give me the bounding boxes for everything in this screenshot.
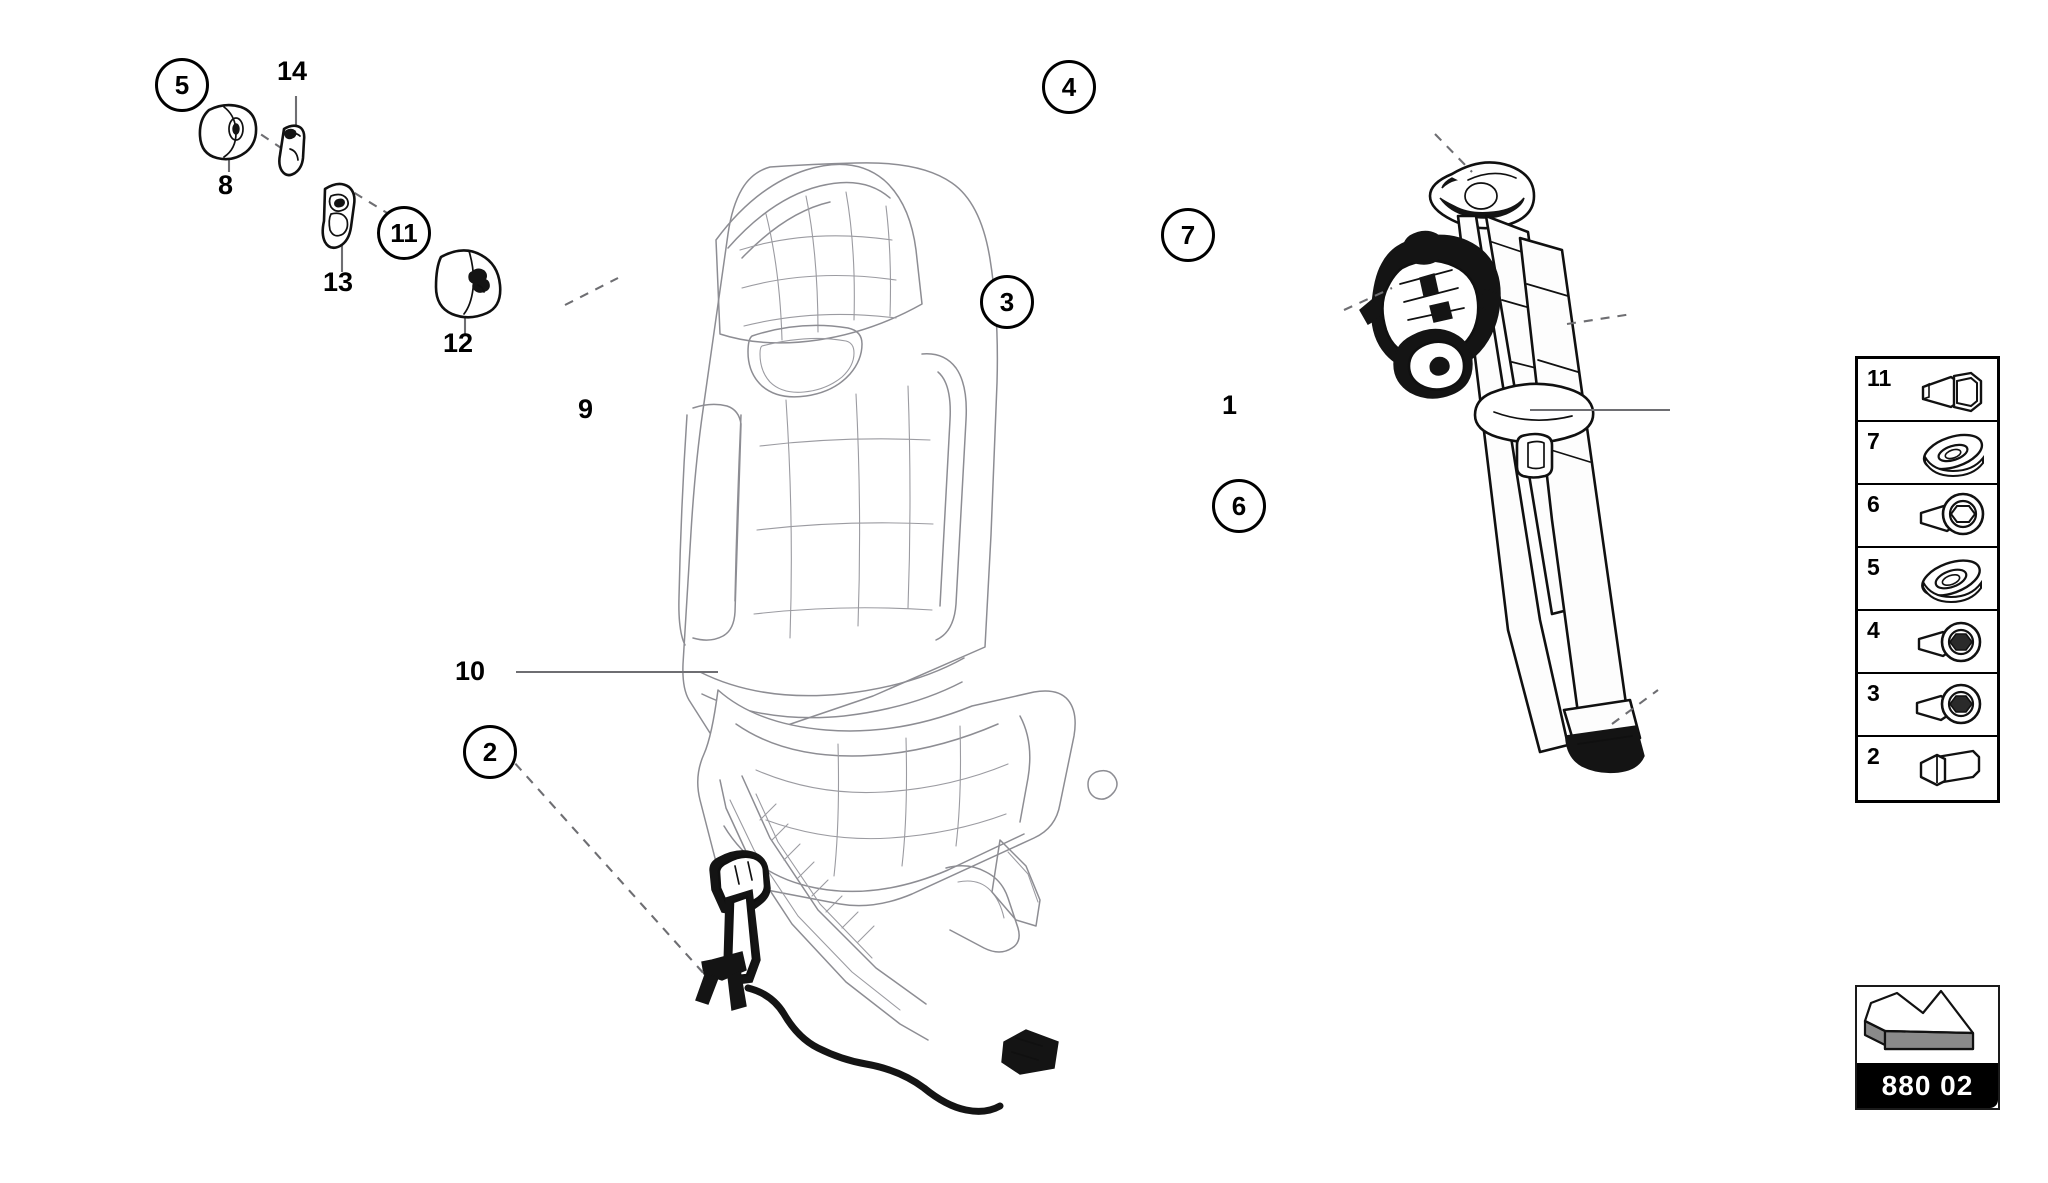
legend-number: 3 (1867, 680, 1880, 706)
callout-14[interactable]: 14 (277, 58, 307, 85)
callout-9-label: 9 (578, 394, 594, 424)
flat-washer-icon (1921, 559, 1982, 604)
leader-lines-bottom-left (503, 670, 718, 977)
legend-number: 4 (1867, 617, 1880, 643)
callout-11[interactable]: 11 (377, 206, 431, 260)
callout-5[interactable]: 5 (155, 58, 209, 112)
callout-2-label: 2 (482, 736, 498, 767)
callout-6-label: 6 (1231, 490, 1247, 521)
callout-13[interactable]: 13 (323, 269, 353, 296)
callout-8[interactable]: 8 (218, 172, 233, 199)
part-14-guide-bracket (278, 124, 306, 177)
callout-6[interactable]: 6 (1212, 479, 1266, 533)
callout-5-label: 5 (174, 69, 190, 100)
leader-lines-right (1343, 133, 1670, 725)
diagram-code-box: 880 02 (1855, 985, 2000, 1110)
part-10-seat-belt-buckle (695, 850, 771, 1011)
legend-number: 6 (1867, 491, 1880, 517)
callout-10-label: 10 (455, 656, 486, 686)
callout-14-label: 14 (277, 56, 308, 86)
legend-number: 7 (1867, 428, 1880, 454)
torx-bolt-icon (1917, 621, 1982, 663)
legend-row[interactable]: 6 (1858, 485, 1997, 548)
callout-7[interactable]: 7 (1161, 208, 1215, 262)
part-1-seat-belt-assembly (1428, 161, 1645, 774)
plain-bolt-icon (1919, 749, 1981, 787)
legend-row[interactable]: 4 (1858, 611, 1997, 674)
callout-1[interactable]: 1 (1222, 392, 1237, 419)
3d-arrow-icon (1863, 989, 1975, 1051)
torx-bolt-icon (1915, 683, 1982, 725)
callout-11-label: 11 (390, 217, 418, 248)
part-13-height-adjuster-bracket (321, 182, 356, 250)
legend-number: 11 (1867, 365, 1892, 391)
callout-8-label: 8 (218, 170, 234, 200)
callout-4-label: 4 (1061, 71, 1077, 102)
callout-12-label: 12 (443, 328, 474, 358)
diagram-code-label: 880 02 (1857, 1063, 1998, 1108)
callout-2[interactable]: 2 (463, 725, 517, 779)
part-3-retractor-assembly (1359, 230, 1501, 399)
part-9-seat-assembly (678, 162, 1118, 1041)
callout-10[interactable]: 10 (455, 658, 485, 685)
callout-4[interactable]: 4 (1042, 60, 1096, 114)
callout-7-label: 7 (1180, 219, 1196, 250)
callout-9[interactable]: 9 (578, 396, 593, 423)
hex-head-bolt-icon (1921, 371, 1983, 413)
legend-number: 2 (1867, 743, 1880, 769)
legend-row[interactable]: 5 (1858, 548, 1997, 611)
part-8-spacer-bushing (198, 103, 258, 161)
callout-12[interactable]: 12 (443, 330, 473, 357)
part-2-buckle-wiring-harness (744, 984, 1059, 1115)
callout-13-label: 13 (323, 267, 354, 297)
legend-row[interactable]: 3 (1858, 674, 1997, 737)
flat-washer-icon (1922, 433, 1984, 478)
legend-number: 5 (1867, 554, 1880, 580)
fastener-legend-table: 11 7 6 (1855, 356, 2000, 803)
callout-3[interactable]: 3 (980, 275, 1034, 329)
legend-row[interactable]: 11 (1858, 359, 1997, 422)
callout-1-label: 1 (1222, 390, 1238, 420)
part-12-trim-cover-cap (434, 249, 502, 319)
legend-row[interactable]: 7 (1858, 422, 1997, 485)
legend-row[interactable]: 2 (1858, 737, 1997, 800)
callout-3-label: 3 (999, 286, 1015, 317)
socket-bolt-icon (1919, 492, 1985, 536)
